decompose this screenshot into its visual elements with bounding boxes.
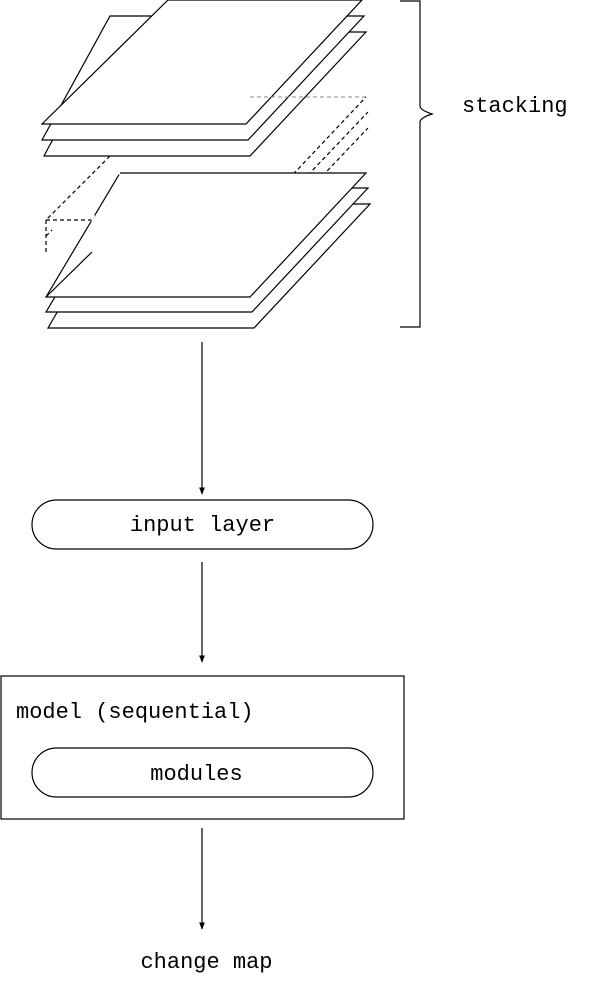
input-layer-label: input layer [130,513,275,538]
layer-sheet [44,172,368,298]
layer-sheet [40,0,363,125]
input-layer-node: input layer [31,499,374,550]
modules-pill [31,747,374,798]
model-box [0,675,405,820]
change-map-label: change map [140,950,272,975]
modules-label: modules [150,762,242,787]
stacking-brace [400,0,434,328]
model-node: model (sequential) modules [0,675,405,820]
input-layer-pill [31,499,374,550]
model-label: model (sequential) [16,700,254,725]
stacking-label: stacking [462,94,568,119]
layer-stack [40,0,372,329]
